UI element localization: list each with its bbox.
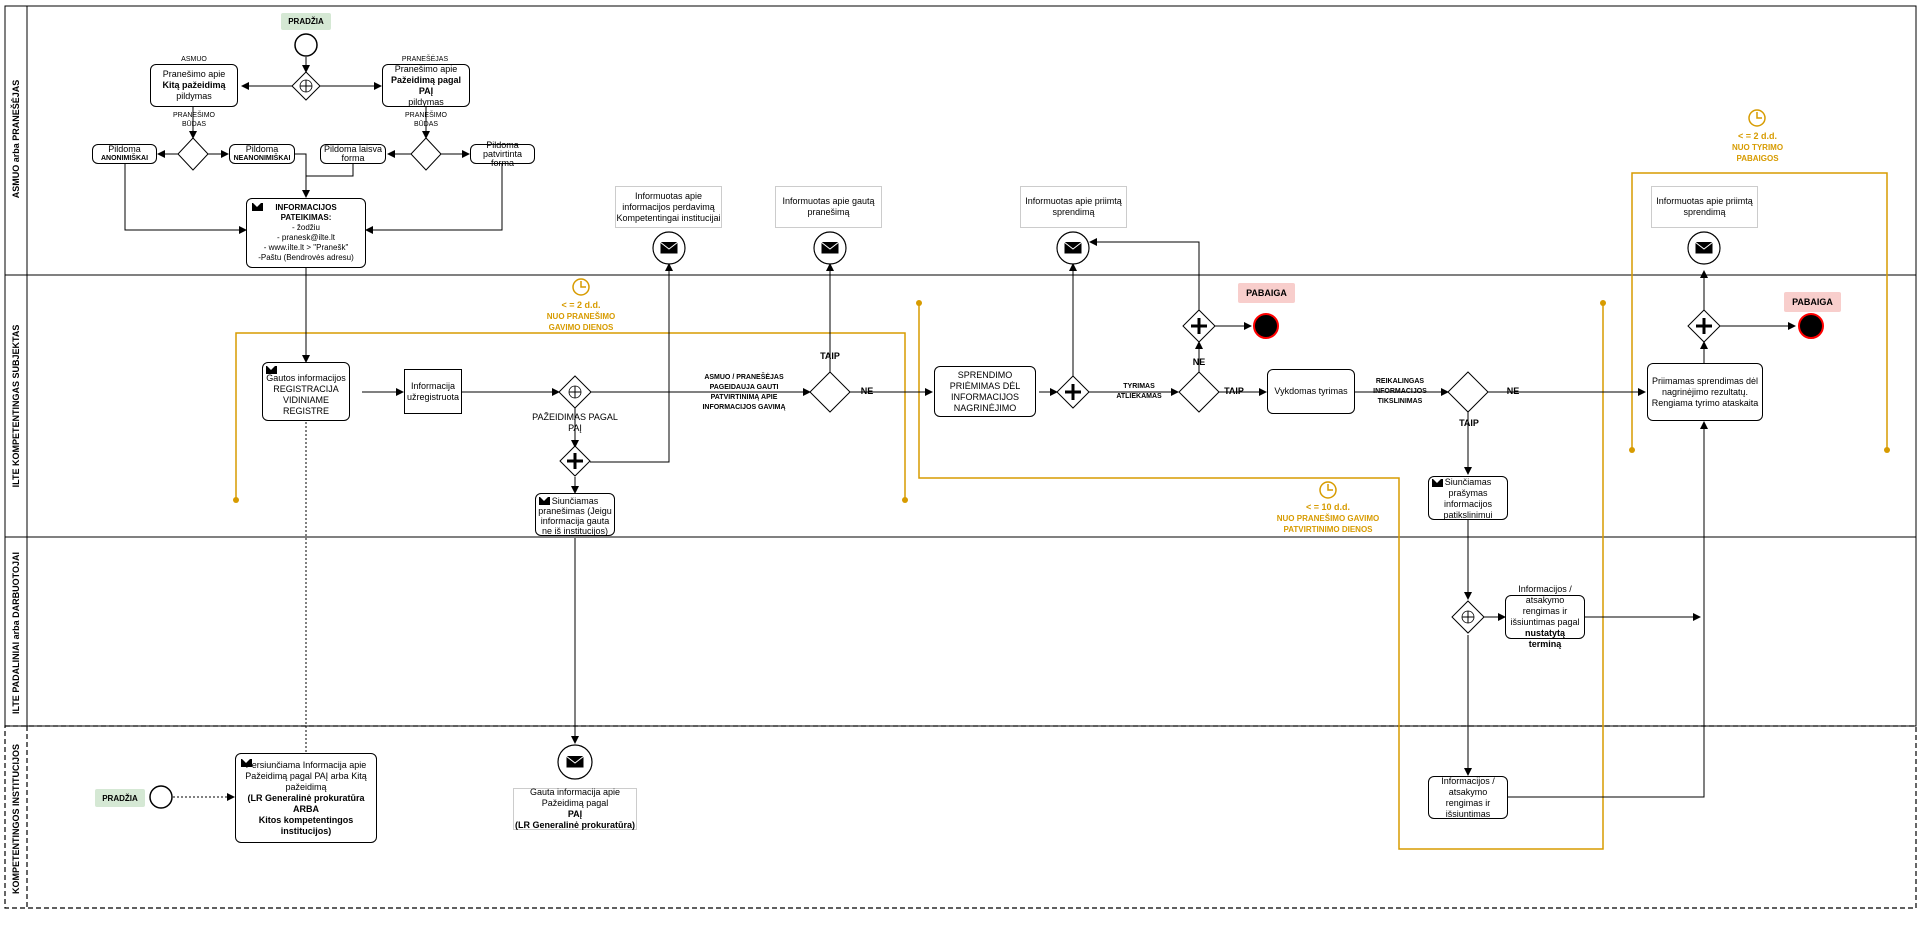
- message-event: [557, 231, 1721, 780]
- task-persiunciama[interactable]: Persiunčiama Informacija apie Pažeidimą …: [235, 753, 377, 843]
- task-pazeidima-paj[interactable]: Pranešimo apie Pažeidimą pagal PAĮ pildy…: [382, 64, 470, 107]
- flow-label-taip: TAIP: [820, 351, 840, 361]
- neanon-pre: Pildoma: [245, 144, 279, 154]
- anon-bold: ANONIMIŠKAI: [100, 155, 149, 162]
- rengimas-pre: Informacijos / atsakymo rengimas ir išsi…: [1510, 584, 1580, 627]
- envelope-icon: [539, 497, 550, 505]
- anon-pre: Pildoma: [108, 144, 141, 154]
- task-laisva-forma[interactable]: Pildoma laisva forma: [320, 144, 386, 164]
- note-perdavima: Informuotas apie informacijos perdavimą …: [615, 186, 722, 228]
- task-paj-bold: Pažeidimą pagal PAĮ: [390, 74, 462, 96]
- gateway-plus-icon: [299, 79, 1712, 624]
- label-reikalingas-tikslinimas: REIKALINGAS INFORMACIJOS TIKSLINIMAS: [1373, 378, 1427, 405]
- task-anonimiskai[interactable]: Pildoma ANONIMIŠKAI: [92, 144, 157, 164]
- task-paj-pre: Pranešimo apie: [394, 63, 458, 74]
- envelope-icon: [241, 759, 252, 767]
- persiunciama-bold: ARBA: [293, 803, 319, 814]
- start-tag: PRADŽIA: [95, 789, 145, 807]
- data-object-uzregistruota: Informacija užregistruota: [404, 369, 462, 414]
- label-tyrimas-atliekamas: TYRIMAS ATLIEKAMAS: [1116, 383, 1162, 400]
- flow-label-taip: TAIP: [1459, 418, 1479, 428]
- end-tag: PABAIGA: [1238, 283, 1295, 303]
- sequence-flows: [124, 57, 1796, 798]
- task-neanonimiskai[interactable]: Pildoma NEANONIMIŠKAI: [229, 144, 295, 164]
- flow-label-taip: TAIP: [1224, 386, 1244, 396]
- task-patvirtinta-forma[interactable]: Pildoma patvirtinta forma: [470, 140, 535, 167]
- task-rengimas-terminas[interactable]: Informacijos / atsakymo rengimas ir išsi…: [1505, 584, 1585, 649]
- flow-label-ne: NE: [860, 386, 874, 396]
- lane-label-institucijos: KOMPETENTINGOS INSTITUCIJOS: [11, 744, 21, 895]
- persiunciama-bold: Kitos kompetentingos institucijos): [258, 814, 354, 836]
- budas-label: PRANEŠIMO BŪDAS: [172, 112, 215, 128]
- start-event: [149, 33, 318, 809]
- info-line: - žodžiu: [291, 223, 320, 232]
- lane-label-ilte-subjektas: ILTE KOMPETENTINGAS SUBJEKTAS: [11, 324, 21, 488]
- persiunciama-pre: Persiunčiama Informacija apie Pažeidimą …: [245, 759, 367, 792]
- timer-value: < = 10 d.d.: [1305, 502, 1351, 512]
- timer-desc: NUO TYRIMO PABAIGOS: [1731, 143, 1784, 163]
- task-kita-post: pildymas: [176, 91, 212, 101]
- clock-icon: [572, 109, 1766, 499]
- gauta-bold: (LR Generalinė prokuratūra): [514, 820, 636, 830]
- end-tag: PABAIGA: [1784, 292, 1841, 312]
- persiunciama-bold: (LR Generalinė prokuratūra: [247, 792, 365, 803]
- label-pazeidimas-paj: PAŽEIDIMAS PAGAL PAĮ: [532, 412, 618, 433]
- lane-label-asmuo: ASMUO arba PRANEŠĖJAS: [11, 79, 21, 199]
- timer-desc: NUO PRANEŠIMO GAVIMO DIENOS: [546, 312, 616, 332]
- gauta-bold: PAĮ: [567, 809, 583, 819]
- budas-label: PRANEŠIMO BŪDAS: [404, 112, 447, 128]
- association-flows: [173, 422, 307, 801]
- info-title: INFORMACIJOS PATEIKIMAS:: [275, 203, 337, 222]
- note-gauta-informacija: Gauta informacija apie Pažeidimą pagal P…: [513, 787, 637, 830]
- info-line: - pranesk@ilte.lt: [277, 233, 335, 242]
- task-sprendimo-priemimas[interactable]: SPRENDIMO PRIĖMIMAS DĖL INFORMACIJOS NAG…: [934, 366, 1036, 417]
- timer-label: < = 2 d.d. NUO TYRIMO PABAIGOS: [1715, 131, 1800, 164]
- timer-label: < = 10 d.d. NUO PRANEŠIMO GAVIMO PATVIRT…: [1270, 502, 1386, 535]
- task-kita-bold: Kitą pažeidimą: [162, 80, 226, 90]
- task-kita-pazeidima[interactable]: Pranešimo apie Kitą pažeidimą pildymas: [150, 64, 238, 107]
- task-kita-pre: Pranešimo apie: [162, 69, 226, 79]
- end-event: [1253, 313, 1824, 339]
- task-priimamas-sprendimas[interactable]: Priimamas sprendimas dėl nagrinėjimo rez…: [1647, 363, 1763, 421]
- envelope-icon: [252, 203, 263, 211]
- timer-endpoints: [233, 300, 1890, 503]
- timer-regions: [235, 172, 1888, 850]
- exclusive-gateway: [177, 137, 1489, 413]
- note-gauta: Informuotas apie gautą pranešimą: [775, 186, 882, 228]
- gauta-pre: Gauta informacija apie Pažeidimą pagal: [529, 787, 621, 808]
- task-siunciamas-prasymas[interactable]: Siunčiamas prašymas informacijos patiksl…: [1428, 476, 1508, 520]
- external-pool-frame: [4, 725, 1917, 909]
- info-line: -Paštu (Bendrovės adresu): [258, 253, 354, 262]
- task-vykdomas-tyrimas[interactable]: Vykdomas tyrimas: [1267, 369, 1355, 414]
- envelope-icon: [266, 366, 277, 374]
- note-priimta: Informuotas apie priimtą sprendimą: [1651, 186, 1758, 228]
- flow-label-ne: NE: [1506, 386, 1520, 396]
- task-paj-post: pildymas: [408, 96, 444, 107]
- task-informacijos-pateikimas[interactable]: INFORMACIJOS PATEIKIMAS: - žodžiu - pran…: [246, 198, 366, 268]
- envelope-icon: [565, 241, 1714, 769]
- envelope-icon: [1432, 479, 1443, 487]
- neanon-bold: NEANONIMIŠKAI: [233, 155, 291, 162]
- note-priimta: Informuotas apie priimtą sprendimą: [1020, 186, 1127, 228]
- start-tag: PRADŽIA: [281, 13, 331, 30]
- timer-label: < = 2 d.d. NUO PRANEŠIMO GAVIMO DIENOS: [540, 300, 622, 333]
- task-rengimas-issiuntimas[interactable]: Informacijos / atsakymo rengimas ir išsi…: [1428, 776, 1508, 819]
- praneses-label: PRANEŠĖJAS: [401, 56, 449, 63]
- flow-label-ne: NE: [1192, 357, 1206, 367]
- timer-value: < = 2 d.d.: [561, 300, 601, 310]
- asmuo-label: ASMUO: [181, 56, 207, 63]
- timer-desc: NUO PRANEŠIMO GAVIMO PATVIRTINIMO DIENOS: [1276, 514, 1380, 534]
- timer-value: < = 2 d.d.: [1737, 131, 1777, 141]
- label-asmuo-pageidauja: ASMUO / PRANEŠĖJAS PAGEIDAUJA GAUTI PATV…: [702, 374, 786, 411]
- info-line: - www.ilte.lt > "Pranešk": [263, 243, 349, 252]
- rengimas-bold: nustatytą terminą: [1524, 628, 1565, 649]
